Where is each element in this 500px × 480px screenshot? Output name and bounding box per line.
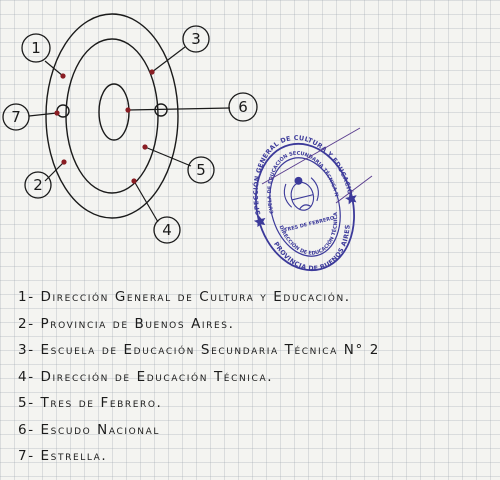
stamp-center-text: TRES DE FEBRERO xyxy=(284,215,335,233)
svg-text:4: 4 xyxy=(162,221,172,239)
sketch-star-circle xyxy=(56,104,70,118)
stamp-shield-icon xyxy=(283,176,319,211)
legend-item: 3- Escuela de Educación Secundaria Técni… xyxy=(18,342,380,358)
legend-item: 2- Provincia de Buenos Aires. xyxy=(18,315,235,332)
legend-item: 6- Escudo Nacional xyxy=(18,421,160,438)
legend-item: 7- Estrella. xyxy=(18,448,108,464)
svg-text:6: 6 xyxy=(238,98,248,116)
sketch-outer-ring xyxy=(45,13,179,219)
signature-stroke xyxy=(261,127,373,204)
legend-item: 5- Tres de Febrero. xyxy=(18,395,163,411)
svg-text:INSPECCIÓN GENERAL DE CULTURA: INSPECCIÓN GENERAL DE CULTURA Y EDUCACIÓ… xyxy=(0,0,355,281)
callout-5: 5 xyxy=(187,156,215,184)
svg-text:3: 3 xyxy=(191,30,201,48)
legend-list: 1- Dirección General de Cultura y Educac… xyxy=(18,284,380,470)
legend-item: 4- Dirección de Educación Técnica. xyxy=(18,368,274,385)
svg-text:1: 1 xyxy=(31,39,41,57)
svg-text:2: 2 xyxy=(33,176,43,194)
svg-text:7: 7 xyxy=(11,108,21,126)
stamp-star-icon xyxy=(253,192,357,228)
svg-text:5: 5 xyxy=(196,161,206,179)
callout-1: 1 xyxy=(21,33,51,63)
leader-lines xyxy=(28,46,231,223)
sketch-inner-oval xyxy=(98,83,130,141)
legend-item: 1- Dirección General de Cultura y Educac… xyxy=(18,289,351,305)
stamp-inner-ring xyxy=(269,157,341,257)
anchor-dots xyxy=(54,69,155,184)
callout-7: 7 xyxy=(2,103,30,131)
callout-2: 2 xyxy=(24,171,52,199)
callout-3: 3 xyxy=(182,25,210,53)
callout-6: 6 xyxy=(228,92,258,122)
sketch-middle-ring xyxy=(65,38,159,194)
callout-4: 4 xyxy=(153,216,181,244)
seal-sketch xyxy=(45,13,179,219)
